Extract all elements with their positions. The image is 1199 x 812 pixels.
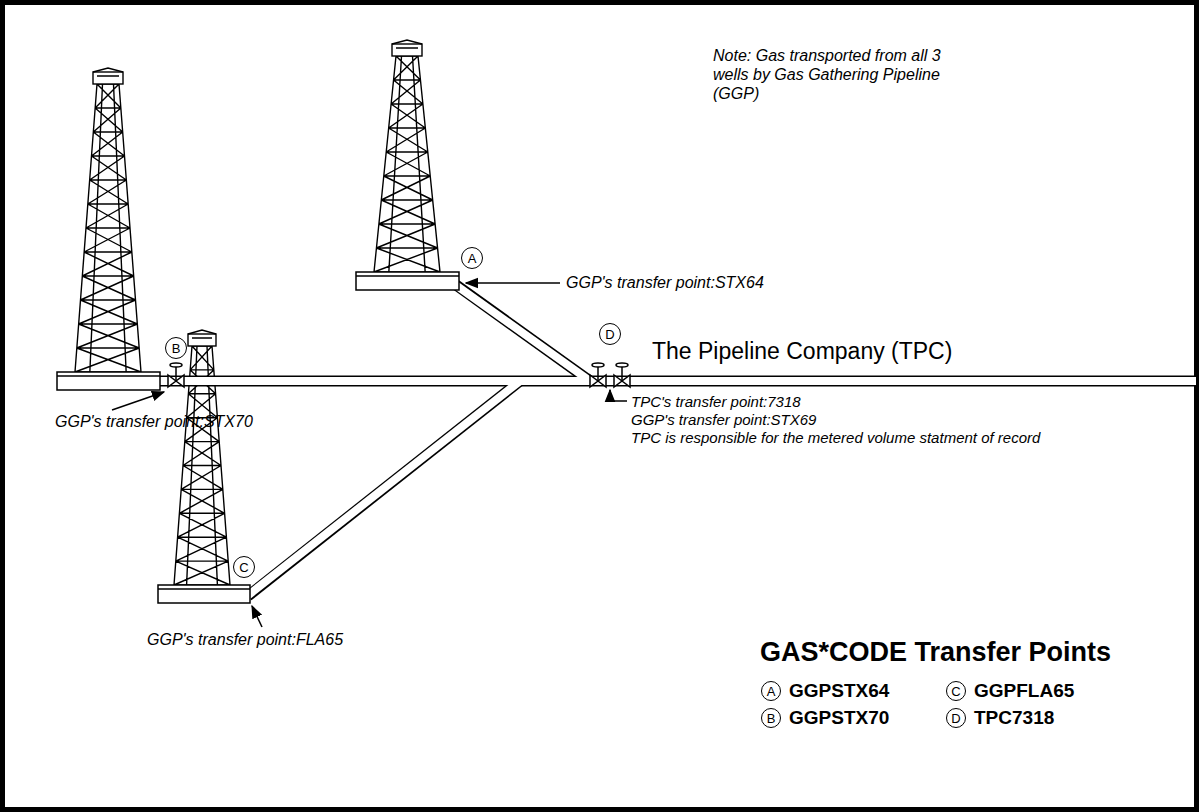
pipeline-company-label: The Pipeline Company (TPC) — [652, 338, 952, 366]
note-text: Note: Gas transported from all 3 wells b… — [713, 46, 941, 104]
transfer-point-label: GGP's transfer point:FLA65 — [147, 630, 343, 649]
derrick-towers — [75, 40, 440, 585]
callout-letter: D — [951, 712, 960, 725]
callout-circle: D — [946, 708, 966, 728]
responsibility-note: TPC is responsible for the metered volum… — [631, 429, 1040, 447]
transfer-point-label: GGP's transfer point:STX69 — [631, 411, 816, 429]
callout-letter: C — [239, 561, 248, 574]
callout-circle: B — [761, 708, 781, 728]
transfer-point-label: GGP's transfer point:STX64 — [566, 273, 764, 292]
valves — [168, 363, 630, 387]
gas-code: GGPFLA65 — [974, 680, 1074, 703]
callout-letter: B — [767, 712, 776, 725]
callout-letter: B — [172, 342, 181, 355]
callout-circle: A — [461, 247, 483, 269]
callout-letter: C — [951, 685, 960, 698]
transfer-point-label: TPC's transfer point:7318 — [631, 393, 801, 411]
pipes-inner — [157, 281, 1196, 597]
transfer-point-label: GGP's transfer point:STX70 — [55, 412, 253, 431]
callout-circle: D — [599, 323, 621, 345]
callout-circle: A — [761, 681, 781, 701]
pipes-outer — [158, 282, 1194, 596]
callout-letter: A — [767, 685, 776, 698]
gas-code: TPC7318 — [974, 707, 1054, 730]
well-platforms — [57, 272, 459, 603]
callout-circle: B — [165, 337, 187, 359]
callout-circle: C — [233, 556, 255, 578]
leader-arrows — [112, 283, 627, 627]
gas-code: GGPSTX70 — [789, 707, 889, 730]
callout-letter: D — [605, 328, 614, 341]
callout-letter: A — [468, 252, 477, 265]
callout-circle: C — [946, 681, 966, 701]
gas-code: GGPSTX64 — [789, 680, 889, 703]
legend-title: GAS*CODE Transfer Points — [760, 636, 1111, 668]
